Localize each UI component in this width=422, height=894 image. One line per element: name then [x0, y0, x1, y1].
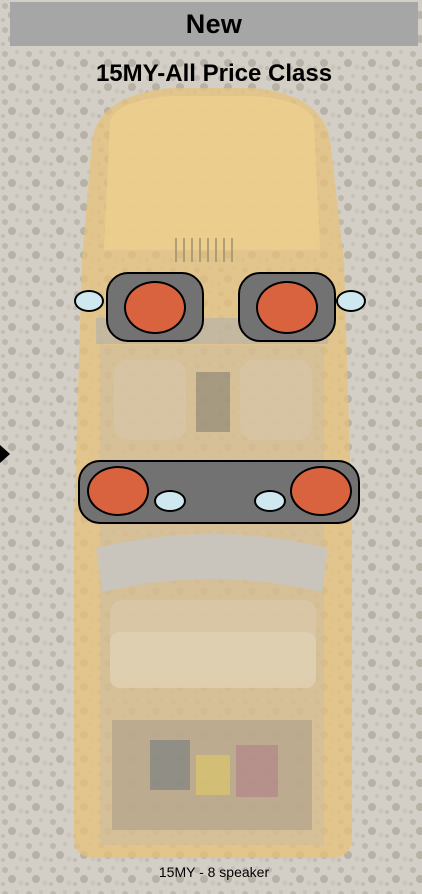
rear-right-woofer: [290, 466, 352, 516]
subtitle: 15MY-All Price Class: [95, 60, 333, 87]
rear-left-woofer: [87, 466, 149, 516]
front-right-woofer: [256, 281, 318, 334]
front-left-tweeter: [74, 290, 104, 312]
front-right-tweeter: [336, 290, 366, 312]
header-bar: New: [10, 2, 418, 46]
header-title: New: [185, 8, 243, 39]
caption: 15MY - 8 speaker: [158, 864, 270, 880]
arrow-right-icon: [0, 445, 10, 463]
rear-right-tweeter: [254, 490, 286, 512]
rear-left-tweeter: [154, 490, 186, 512]
front-left-woofer: [124, 281, 186, 334]
